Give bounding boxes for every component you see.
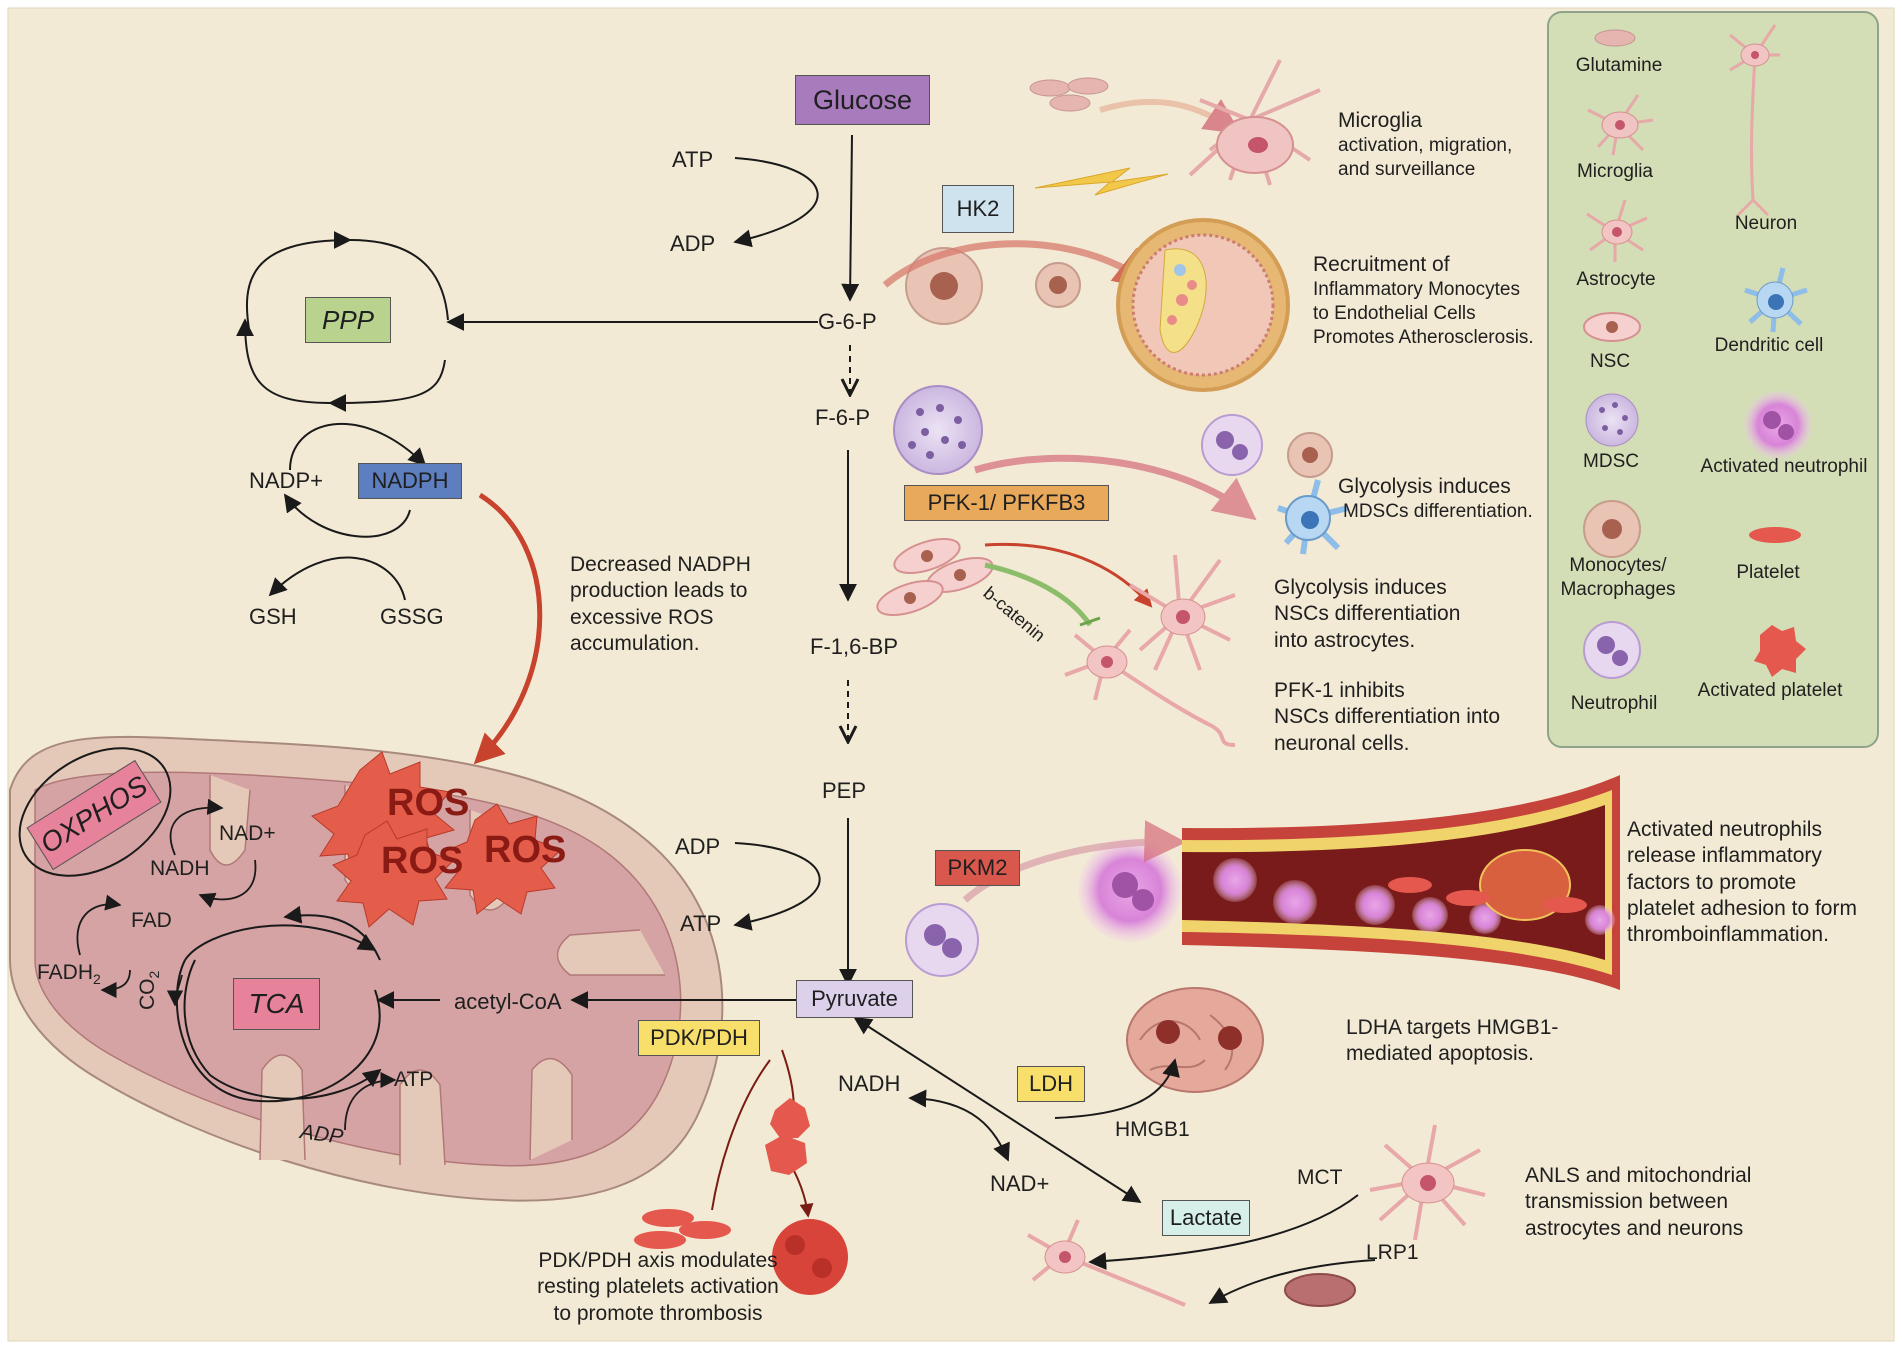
pep-label: PEP (822, 778, 867, 803)
lrp1-label: LRP1 (1366, 1241, 1419, 1264)
ros-label-3: ROS (484, 829, 567, 871)
nadp-plus-label: NADP+ (249, 468, 323, 493)
atp-out-label: ATP (680, 911, 722, 936)
glycolysis-arrows (376, 134, 1142, 1203)
mitochondrion (9, 735, 724, 1202)
mct-label: MCT (1297, 1166, 1343, 1189)
tca-box: TCA (233, 978, 320, 1030)
brain (1126, 987, 1264, 1093)
legend-neuron: Neuron (1734, 213, 1798, 234)
astrocyte-cell (1128, 554, 1236, 671)
gsh-label: GSH (249, 604, 297, 629)
hmgb1-label: HMGB1 (1115, 1118, 1190, 1141)
glucose-box: Glucose (795, 75, 930, 125)
nadh-label: NADH (838, 1071, 901, 1096)
nadph-ros-arrow (473, 492, 543, 765)
ppp-box: PPP (305, 297, 391, 343)
pdk-box: PDK/PDH (638, 1020, 760, 1056)
g6p-label: G-6-P (818, 309, 877, 334)
f6p-label: F-6-P (815, 405, 870, 430)
pkm2-box: PKM2 (935, 850, 1020, 886)
ldha-annotation: LDHA targets HMGB1-mediated apoptosis. (1346, 1016, 1559, 1066)
adp-out-label: ADP (670, 231, 716, 256)
legend-mdsc: MDSC (1583, 451, 1639, 472)
pfk-box: PFK-1/ PFKFB3 (904, 485, 1109, 521)
nadph-box: NADPH (358, 463, 462, 499)
platelets (634, 1049, 848, 1295)
legend-panel (1547, 11, 1879, 748)
lactate-box: Lactate (1162, 1200, 1250, 1236)
artery (1182, 775, 1620, 990)
mito-nad-plus-label: NAD+ (219, 822, 276, 845)
legend-astrocyte: Astrocyte (1576, 269, 1656, 290)
nsc-neuron (1064, 628, 1236, 747)
neuron-bottom (1027, 1219, 1186, 1307)
mito-atp-label: ATP (394, 1068, 434, 1091)
pyruvate-box: Pyruvate (796, 980, 913, 1018)
ros-label-2: ROS (381, 840, 464, 882)
ldh-box: LDH (1017, 1066, 1085, 1102)
legend-neutrophil: Neutrophil (1570, 693, 1658, 714)
acetyl-coa-label: acetyl-CoA (454, 989, 562, 1014)
hk2-box: HK2 (942, 185, 1014, 233)
legend-nsc: NSC (1589, 351, 1631, 372)
legend-activated-neutrophil: Activated neutrophil (1700, 456, 1868, 477)
mito-nadh-label: NADH (150, 857, 210, 880)
atp-in-label: ATP (672, 147, 714, 172)
mito-fadh2-label: FADH2 (37, 961, 101, 988)
mito-fad-label: FAD (131, 909, 172, 932)
legend-dendritic: Dendritic cell (1714, 335, 1824, 356)
legend-glutamine: Glutamine (1575, 55, 1663, 76)
adp-in-label: ADP (675, 834, 721, 859)
gssg-label: GSSG (380, 604, 444, 629)
legend-monocytes: Monocytes/Macrophages (1560, 555, 1676, 600)
ppp-cycle (236, 231, 449, 601)
f16bp-label: F-1,6-BP (810, 634, 899, 659)
astrocyte-bottom (1369, 1124, 1486, 1241)
legend-activated-platelet: Activated platelet (1697, 680, 1843, 701)
dendritic-cell-right (1277, 479, 1349, 555)
ros-label-1: ROS (387, 782, 470, 824)
nad-plus-label: NAD+ (990, 1171, 1050, 1196)
legend-icons (1583, 24, 1812, 679)
legend-platelet: Platelet (1736, 562, 1800, 583)
microglia-cell (1188, 59, 1321, 186)
vessel-cross-section (1116, 218, 1290, 392)
legend-microglia: Microglia (1576, 161, 1654, 182)
mito-co2-label: CO2 (136, 970, 163, 1010)
